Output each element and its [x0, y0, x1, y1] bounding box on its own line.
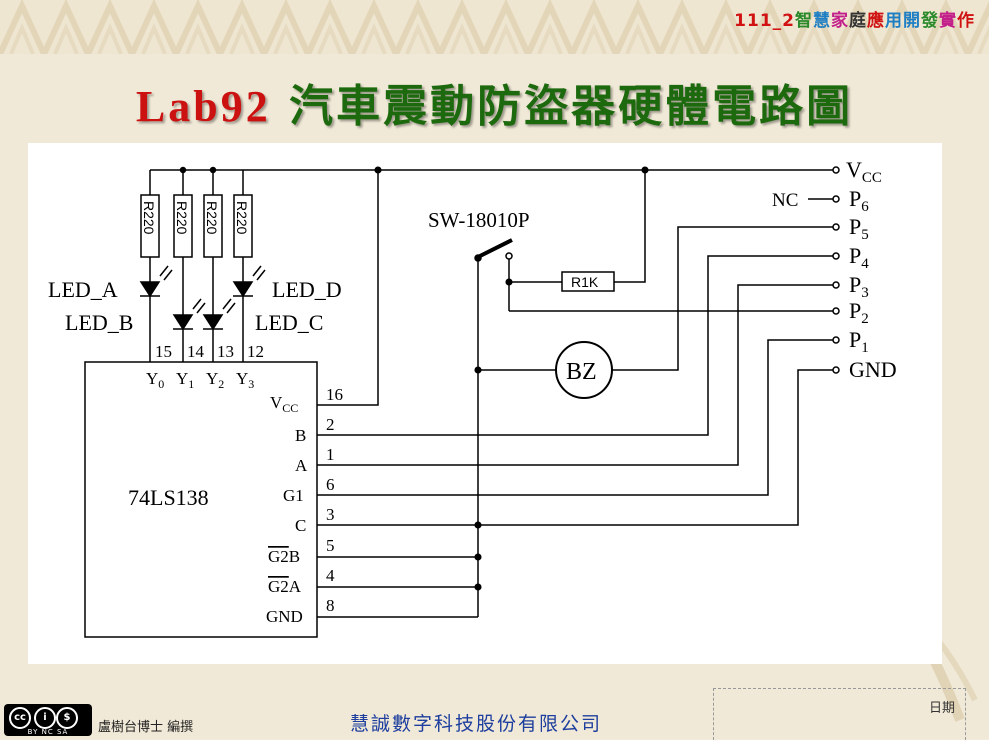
- pin-label-y0: Y0: [146, 369, 164, 391]
- author-credit: 盧樹台博士 編撰: [98, 720, 194, 735]
- vcc-bus: [150, 166, 833, 174]
- course-part: 111_2: [734, 11, 795, 31]
- led-c-label: LED_C: [255, 310, 323, 335]
- noncommercial-icon: $: [56, 707, 78, 729]
- terminal-p3: P3: [849, 272, 869, 301]
- pin-number: 14: [187, 342, 205, 361]
- terminal-p6: P6: [849, 186, 869, 215]
- led-d-label: LED_D: [272, 277, 342, 302]
- led-a-symbol: [139, 265, 173, 345]
- date-box: 日期: [713, 688, 966, 740]
- pin-number: 2: [326, 415, 335, 434]
- led-a-label: LED_A: [48, 277, 118, 302]
- pin-label-g1: G1: [283, 486, 304, 505]
- course-part: 開: [903, 11, 921, 31]
- pin-number: 16: [326, 385, 343, 404]
- switch-label: SW-18010P: [428, 208, 530, 232]
- pin-number: 13: [217, 342, 234, 361]
- pin-label-y1: Y1: [176, 369, 194, 391]
- pin-number: 15: [155, 342, 172, 361]
- course-part: 作: [957, 11, 975, 31]
- course-part: 用: [885, 11, 903, 31]
- terminal-connectors: [832, 166, 840, 374]
- chip-74ls138: [84, 361, 318, 638]
- resistor-label: R220: [234, 201, 250, 235]
- cc-license-badge: cc i $ BY NC SA: [4, 704, 92, 736]
- pullup-resistor: [509, 170, 646, 292]
- pin-label-g2b: G2B: [268, 547, 300, 566]
- pin-label-g2a: G2A: [268, 577, 302, 596]
- led-d-symbol: [232, 265, 266, 345]
- course-part: 應: [867, 11, 885, 31]
- pin-number: 5: [326, 536, 335, 555]
- date-label: 日期: [928, 701, 955, 716]
- course-part: 發: [921, 11, 939, 31]
- pin-label-y2: Y2: [206, 369, 224, 391]
- pin-label-y3: Y3: [236, 369, 254, 391]
- buzzer: [478, 226, 833, 399]
- led-b-label: LED_B: [65, 310, 133, 335]
- led-resistors: [140, 166, 253, 315]
- terminal-p4: P4: [849, 243, 869, 272]
- chip-wiring: [317, 170, 833, 618]
- vibration-switch: [474, 238, 833, 312]
- course-title: 111_2 智慧家庭應用開發實作: [734, 6, 975, 31]
- resistor-r1k-label: R1K: [571, 274, 599, 290]
- pin-number: 12: [247, 342, 264, 361]
- attribution-icon: i: [34, 707, 56, 729]
- pin-number: 1: [326, 445, 335, 464]
- course-part: 實: [939, 11, 957, 31]
- course-part: 慧: [813, 11, 831, 31]
- pin-number: 8: [326, 596, 335, 615]
- pin-number: 4: [326, 566, 335, 585]
- pin-label-a: A: [295, 456, 308, 475]
- pin-label-gnd: GND: [266, 607, 303, 626]
- slide-title-text: 汽車震動防盜器硬體電路圖: [270, 81, 854, 132]
- led-c-symbol: [202, 298, 236, 345]
- pin-number: 6: [326, 475, 335, 494]
- buzzer-label: BZ: [566, 359, 597, 385]
- resistor-label: R220: [204, 201, 220, 235]
- pin-label-vcc: VCC: [270, 393, 298, 415]
- chip-name: 74LS138: [128, 485, 209, 510]
- company-name: 慧誠數字科技股份有限公司: [350, 713, 603, 735]
- course-part: 庭: [849, 11, 867, 31]
- cc-icon: cc: [9, 707, 31, 729]
- course-part: 智: [795, 11, 813, 31]
- ground-rail: [474, 258, 482, 617]
- license-labels: BY NC SA: [27, 728, 69, 736]
- terminal-vcc: VCC: [846, 157, 882, 186]
- resistor-label: R220: [141, 201, 157, 235]
- pin-label-b: B: [295, 426, 306, 445]
- resistor-label: R220: [174, 201, 190, 235]
- terminal-nc-label: NC: [772, 190, 798, 211]
- course-part: 家: [831, 11, 849, 31]
- terminal-p2: P2: [849, 298, 869, 327]
- pin-number: 3: [326, 505, 335, 524]
- pin-label-c: C: [295, 516, 306, 535]
- terminal-p5: P5: [849, 214, 869, 243]
- led-b-symbol: [172, 298, 206, 345]
- slide-title-lab: Lab92: [135, 82, 271, 131]
- slide-title: Lab92 汽車震動防盜器硬體電路圖: [0, 70, 989, 134]
- terminal-gnd: GND: [849, 357, 897, 382]
- terminal-p1: P1: [849, 327, 869, 356]
